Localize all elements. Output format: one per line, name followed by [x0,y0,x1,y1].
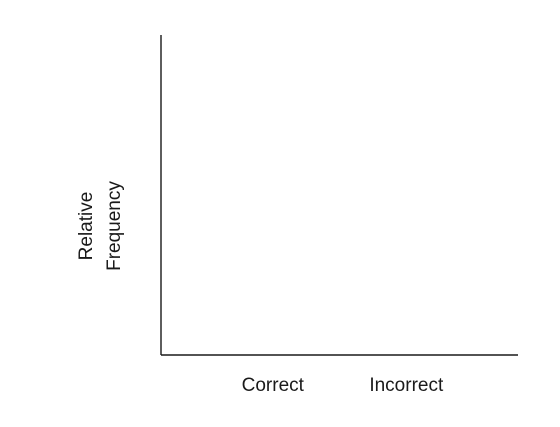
y-axis-label-line-1: Relative [76,192,97,261]
x-tick-labels: Correct Incorrect [242,375,444,396]
y-axis-label: Relative Frequency [76,181,125,271]
x-tick-label-correct: Correct [242,375,305,396]
y-axis-label-line-2: Frequency [104,181,125,271]
x-tick-label-incorrect: Incorrect [369,375,444,396]
